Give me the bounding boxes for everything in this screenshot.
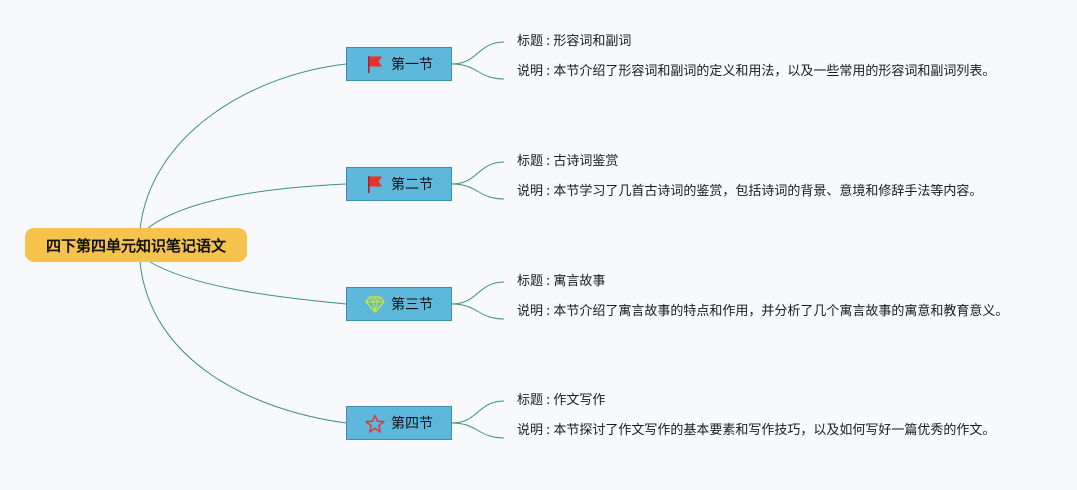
star-icon xyxy=(365,413,385,433)
section-label: 第三节 xyxy=(391,297,433,313)
desc-key: 说明 xyxy=(517,423,544,438)
section-label: 第一节 xyxy=(391,57,433,73)
connector-section-2-desc xyxy=(451,183,505,200)
section-1-description: 说明:本节介绍了形容词和副词的定义和用法，以及一些常用的形容词和副词列表。 xyxy=(517,64,996,79)
section-2-title: 标题:古诗词鉴赏 xyxy=(517,154,619,169)
desc-value: 本节探讨了作文写作的基本要素和写作技巧，以及如何写好一篇优秀的作文。 xyxy=(553,423,996,438)
section-4-description: 说明:本节探讨了作文写作的基本要素和写作技巧，以及如何写好一篇优秀的作文。 xyxy=(517,423,996,438)
connector-section-1-title xyxy=(451,41,505,65)
section-3-title: 标题:寓言故事 xyxy=(517,274,606,289)
desc-key: 说明 xyxy=(517,304,544,319)
connector-root-section-1 xyxy=(139,63,347,231)
connector-section-4-desc xyxy=(451,422,505,439)
root-topic-label: 四下第四单元知识笔记语文 xyxy=(45,236,226,255)
section-node-3[interactable]: 第三节 xyxy=(346,287,452,321)
diamond-icon xyxy=(365,294,385,314)
section-3-description: 说明:本节介绍了寓言故事的特点和作用，并分析了几个寓言故事的寓意和教育意义。 xyxy=(517,304,1009,319)
connector-root-section-3 xyxy=(149,261,347,305)
desc-value: 本节介绍了形容词和副词的定义和用法，以及一些常用的形容词和副词列表。 xyxy=(553,64,996,79)
title-value: 作文写作 xyxy=(553,393,606,408)
connector-section-1-desc xyxy=(451,63,505,80)
connector-section-4-title xyxy=(451,400,505,424)
title-key: 标题 xyxy=(517,154,544,169)
desc-value: 本节介绍了寓言故事的特点和作用，并分析了几个寓言故事的寓意和教育意义。 xyxy=(553,304,1009,319)
desc-value: 本节学习了几首古诗词的鉴赏，包括诗词的背景、意境和修辞手法等内容。 xyxy=(553,184,983,199)
connector-root-section-2 xyxy=(147,183,347,229)
red-flag-icon xyxy=(365,174,385,194)
red-flag-icon xyxy=(365,54,385,74)
title-value: 古诗词鉴赏 xyxy=(553,154,619,169)
section-1-title: 标题:形容词和副词 xyxy=(517,34,632,49)
root-topic[interactable]: 四下第四单元知识笔记语文 xyxy=(25,228,247,262)
title-key: 标题 xyxy=(517,393,544,408)
section-node-4[interactable]: 第四节 xyxy=(346,406,452,440)
connector-section-3-title xyxy=(451,281,505,305)
desc-key: 说明 xyxy=(517,184,544,199)
section-node-2[interactable]: 第二节 xyxy=(346,167,452,201)
section-label: 第二节 xyxy=(391,177,433,193)
title-value: 形容词和副词 xyxy=(553,34,632,49)
connector-section-3-desc xyxy=(451,303,505,320)
title-key: 标题 xyxy=(517,274,544,289)
connector-root-section-4 xyxy=(139,261,347,424)
section-2-description: 说明:本节学习了几首古诗词的鉴赏，包括诗词的背景、意境和修辞手法等内容。 xyxy=(517,184,983,199)
desc-key: 说明 xyxy=(517,64,544,79)
section-label: 第四节 xyxy=(391,416,433,432)
section-node-1[interactable]: 第一节 xyxy=(346,47,452,81)
title-value: 寓言故事 xyxy=(553,274,606,289)
title-key: 标题 xyxy=(517,34,544,49)
section-4-title: 标题:作文写作 xyxy=(517,393,606,408)
connector-section-2-title xyxy=(451,161,505,185)
